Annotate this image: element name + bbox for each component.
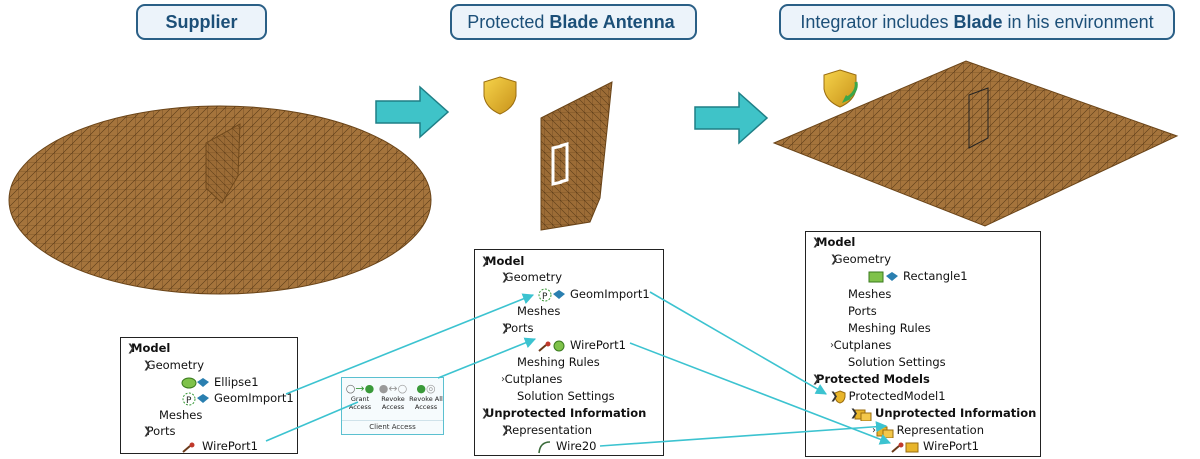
tree-node-wire[interactable]: Wire20 [537, 439, 597, 454]
shield-import-icon [823, 69, 858, 108]
client-access-toolbar: ○→● Grant Access ●↔○ Revoke Access ●◎ Re… [341, 377, 444, 435]
tree-node-meshes[interactable]: Meshes [517, 304, 561, 318]
wire-icon [538, 440, 551, 453]
expand-chevron-icon[interactable]: ❯ [143, 426, 152, 437]
arrow-right-1 [375, 85, 450, 139]
revoke-all-access-button[interactable]: ●◎ Revoke All Access [409, 382, 443, 411]
tree-node-meshes[interactable]: Meshes [848, 287, 892, 301]
expand-chevron-icon[interactable]: ❯ [501, 272, 510, 283]
svg-text:P: P [186, 396, 192, 406]
expand-chevron-icon[interactable]: ❯ [481, 408, 490, 419]
tree-node-ports[interactable]: ❯ Ports [143, 424, 176, 438]
tree-node-ports[interactable]: Ports [848, 304, 877, 318]
expand-chevron-icon[interactable]: ❯ [830, 391, 839, 402]
tree-node-protected-models[interactable]: ❯ Protected Models [812, 372, 930, 386]
tree-node-meshing-rules[interactable]: Meshing Rules [517, 355, 600, 369]
expand-chevron-icon[interactable]: ❯ [812, 374, 821, 385]
wireport-access-icon [538, 340, 565, 352]
expand-chevron-icon[interactable]: ❯ [143, 360, 152, 371]
ellipse-geometry-icon [181, 377, 209, 388]
tree-node-representation[interactable]: ❯ Representation [501, 423, 592, 437]
tree-node-cutplanes[interactable]: › Cutplanes [830, 338, 892, 352]
integrator-rectangle-mesh [772, 60, 1179, 227]
tree-node-cutplanes[interactable]: › Cutplanes [501, 372, 563, 386]
collapsed-chevron-icon[interactable]: › [830, 340, 834, 351]
tree-node-meshes[interactable]: Meshes [159, 408, 203, 422]
tree-node-protected-model[interactable]: ❯ ProtectedModel1 [830, 389, 946, 404]
arrow-right-2 [694, 91, 769, 145]
tree-node-rectangle[interactable]: Rectangle1 [868, 269, 968, 284]
protected-blade-mesh [540, 81, 613, 231]
collapsed-chevron-icon[interactable]: › [872, 425, 876, 436]
tree-node-ports[interactable]: ❯ Ports [501, 321, 534, 335]
expand-chevron-icon[interactable]: ❯ [501, 425, 510, 436]
title-supplier: Supplier [136, 4, 267, 40]
tree-node-geometry[interactable]: ❯ Geometry [143, 358, 204, 372]
expand-chevron-icon[interactable]: ❯ [127, 343, 136, 354]
tree-node-wireport[interactable]: WirePort1 [890, 439, 979, 454]
tree-node-unprotected-info[interactable]: ❯ Unprotected Information [850, 406, 1037, 421]
tree-node-representation[interactable]: › Representation [872, 423, 984, 438]
tree-node-meshing-rules[interactable]: Meshing Rules [848, 321, 931, 335]
tree-node-wireport[interactable]: WirePort1 [181, 439, 258, 454]
revoke-all-access-icon: ●◎ [416, 382, 436, 395]
integrator-model-tree: ❯ Model ❯ Geometry Rectangle1 Meshes Por… [805, 231, 1041, 457]
tree-node-wireport[interactable]: WirePort1 [537, 338, 626, 353]
revoke-access-button[interactable]: ●↔○ Revoke Access [376, 382, 410, 411]
grant-access-button[interactable]: ○→● Grant Access [343, 382, 377, 411]
expand-chevron-icon[interactable]: ❯ [830, 254, 839, 265]
expand-chevron-icon[interactable]: ❯ [481, 256, 490, 267]
expand-chevron-icon[interactable]: ❯ [812, 237, 821, 248]
tree-node-ellipse[interactable]: Ellipse1 [181, 375, 259, 390]
expand-chevron-icon[interactable]: ❯ [501, 323, 510, 334]
client-access-caption: Client Access [342, 420, 443, 431]
supplier-ellipse-mesh [8, 105, 432, 295]
tree-node-solution-settings[interactable]: Solution Settings [517, 389, 615, 403]
tree-node-unprotected-info[interactable]: ❯ Unprotected Information [481, 406, 647, 420]
svg-text:P: P [542, 292, 548, 302]
shield-icon-1 [483, 76, 517, 115]
import-geometry-icon: P [182, 392, 209, 406]
wireport-icon [182, 442, 195, 453]
grant-access-icon: ○→● [345, 382, 375, 395]
tree-node-model[interactable]: ❯ Model [812, 235, 856, 249]
tree-node-geometry[interactable]: ❯ Geometry [501, 270, 562, 284]
rectangle-geometry-icon [868, 271, 898, 282]
tree-node-geometry[interactable]: ❯ Geometry [830, 252, 891, 266]
wireport-lock-icon [891, 442, 919, 453]
lock-folder-icon [876, 426, 894, 438]
collapsed-chevron-icon[interactable]: › [501, 374, 505, 385]
tree-node-model[interactable]: ❯ Model [481, 254, 525, 268]
tree-node-model[interactable]: ❯ Model [127, 341, 171, 355]
expand-chevron-icon[interactable]: ❯ [850, 408, 859, 419]
revoke-access-icon: ●↔○ [378, 382, 408, 395]
import-geometry-icon: P [538, 288, 565, 302]
tree-node-solution-settings[interactable]: Solution Settings [848, 355, 946, 369]
